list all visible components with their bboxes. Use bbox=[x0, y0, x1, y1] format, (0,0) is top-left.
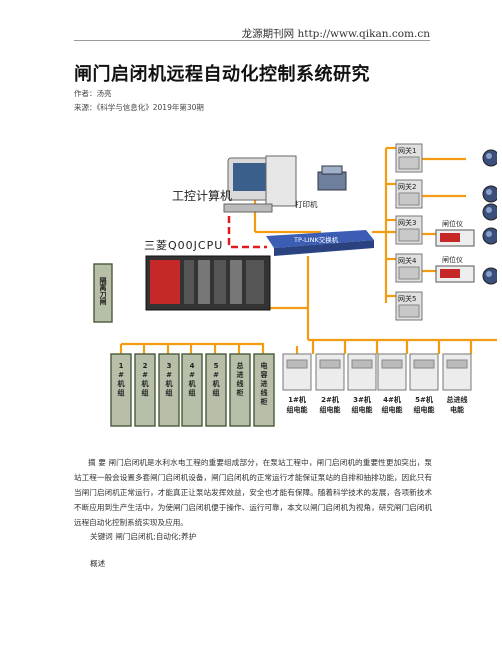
cabinet-box bbox=[205, 353, 227, 427]
cabinet-box bbox=[229, 353, 251, 427]
energy-meter-display bbox=[446, 359, 468, 369]
energy-meter-box bbox=[315, 353, 345, 391]
energy-meter-label: 5#机组电能 bbox=[414, 395, 435, 414]
energy-meter-box bbox=[282, 353, 312, 391]
plc-label: 三菱Q00JCPU bbox=[144, 239, 223, 252]
encoder-icon bbox=[482, 185, 497, 203]
gate-meter-display bbox=[440, 233, 460, 242]
cabinet-box bbox=[134, 353, 156, 427]
isolator-box bbox=[93, 263, 113, 323]
ipc-label: 工控计算机 bbox=[172, 188, 232, 203]
energy-meter-label: 2#机组电能 bbox=[320, 395, 341, 414]
cabinet-label: 5#机组 bbox=[213, 362, 220, 397]
cabinet-box bbox=[181, 353, 203, 427]
cabinet-label-text: 3#机组 bbox=[166, 362, 173, 397]
energy-meter-display bbox=[413, 359, 435, 369]
article-title: 闸门启闭机远程自动化控制系统研究 bbox=[74, 64, 370, 85]
energy-meter-display bbox=[286, 359, 308, 369]
gate-meter-label: 闸位仪 bbox=[442, 219, 463, 228]
gateway-port bbox=[398, 228, 420, 242]
gateway-group: 网关1 网关2 网关3 网关4 网关5 bbox=[395, 143, 423, 321]
encoder-icon bbox=[482, 227, 497, 245]
cabinet-label: 电容进线柜 bbox=[260, 361, 268, 406]
energy-meter-display bbox=[381, 359, 403, 369]
cabinet-box bbox=[110, 353, 132, 427]
cabinet-group: 1#机组 2#机组 3#机组 4#机组 5#机组 总进线柜 电容进线柜 bbox=[110, 353, 275, 427]
ethernet-link bbox=[227, 216, 267, 249]
system-diagram: 工控计算机 打印机 TP-LINK交换机 三菱Q00JCPU 隔离刀闸 1#机组… bbox=[93, 143, 497, 427]
plc-rack bbox=[145, 255, 271, 311]
gate-meter-label: 闸位仪 bbox=[442, 255, 463, 264]
cabinet-label-text: 总进线柜 bbox=[236, 361, 244, 397]
encoder-icon bbox=[482, 203, 497, 221]
gateway-label: 网关4 bbox=[398, 256, 417, 265]
keywords: 关键词 闸门启闭机;自动化;养护 bbox=[90, 532, 197, 541]
gateway-label: 网关2 bbox=[398, 182, 416, 191]
printer-label: 打印机 bbox=[295, 199, 318, 209]
gateway-label: 网关3 bbox=[398, 218, 416, 227]
encoder-icon bbox=[482, 149, 497, 167]
energy-meter-display bbox=[319, 359, 341, 369]
energy-meter-box bbox=[347, 353, 377, 391]
industrial-pc-icon bbox=[223, 155, 297, 213]
cabinet-label: 1#机组 bbox=[118, 362, 125, 397]
gateway-port bbox=[398, 304, 420, 318]
printer-icon bbox=[317, 165, 347, 191]
encoder-group bbox=[482, 149, 497, 285]
cabinet-box bbox=[158, 353, 180, 427]
cabinet-label: 3#机组 bbox=[166, 362, 173, 397]
cabinet-label-text: 2#机组 bbox=[142, 362, 149, 397]
gate-meter-display bbox=[440, 269, 460, 278]
page-header: 龙源期刊网 http://www.qikan.com.cn bbox=[241, 28, 430, 40]
gateway-port bbox=[398, 266, 420, 280]
cabinet-label-text: 5#机组 bbox=[213, 362, 220, 397]
energy-meter-box bbox=[409, 353, 439, 391]
abstract-text: 摘 要 闸门启闭机是水利水电工程的重要组成部分，在泵站工程中，闸门启闭机的重要性… bbox=[74, 458, 432, 527]
gateway-label: 网关5 bbox=[398, 294, 416, 303]
cabinet-label: 2#机组 bbox=[142, 362, 149, 397]
article-source: 来源：《科学与信息化》2019年第30期 bbox=[74, 103, 204, 112]
cabinet-label: 4#机组 bbox=[189, 362, 196, 397]
energy-meter-box bbox=[377, 353, 407, 391]
cabinet-label: 总进线柜 bbox=[236, 361, 244, 397]
energy-meter-label: 4#机组电能 bbox=[382, 395, 403, 414]
cabinet-label-text: 4#机组 bbox=[189, 362, 196, 397]
energy-meter-display bbox=[351, 359, 373, 369]
cabinet-box bbox=[253, 353, 275, 427]
section-heading: 概述 bbox=[90, 559, 106, 568]
isolator-label: 隔离刀闸 bbox=[99, 276, 107, 306]
gateway-label: 网关1 bbox=[398, 146, 416, 155]
switch-icon bbox=[266, 230, 374, 256]
energy-meter-label: 1#机组电能 bbox=[287, 395, 308, 414]
switch-label: TP-LINK交换机 bbox=[293, 235, 339, 244]
cabinet-label-text: 电容进线柜 bbox=[260, 361, 268, 406]
energy-meter-label: 3#机组电能 bbox=[352, 395, 373, 414]
energy-meter-box bbox=[442, 353, 472, 391]
gateway-port bbox=[398, 156, 420, 170]
gateway-port bbox=[398, 192, 420, 206]
header-divider bbox=[74, 40, 430, 41]
article-author: 作者：汤亮 bbox=[74, 89, 112, 98]
encoder-icon bbox=[482, 267, 497, 285]
cabinet-label-text: 1#机组 bbox=[118, 362, 125, 397]
energy-meter-label: 总进线电能 bbox=[447, 395, 468, 414]
